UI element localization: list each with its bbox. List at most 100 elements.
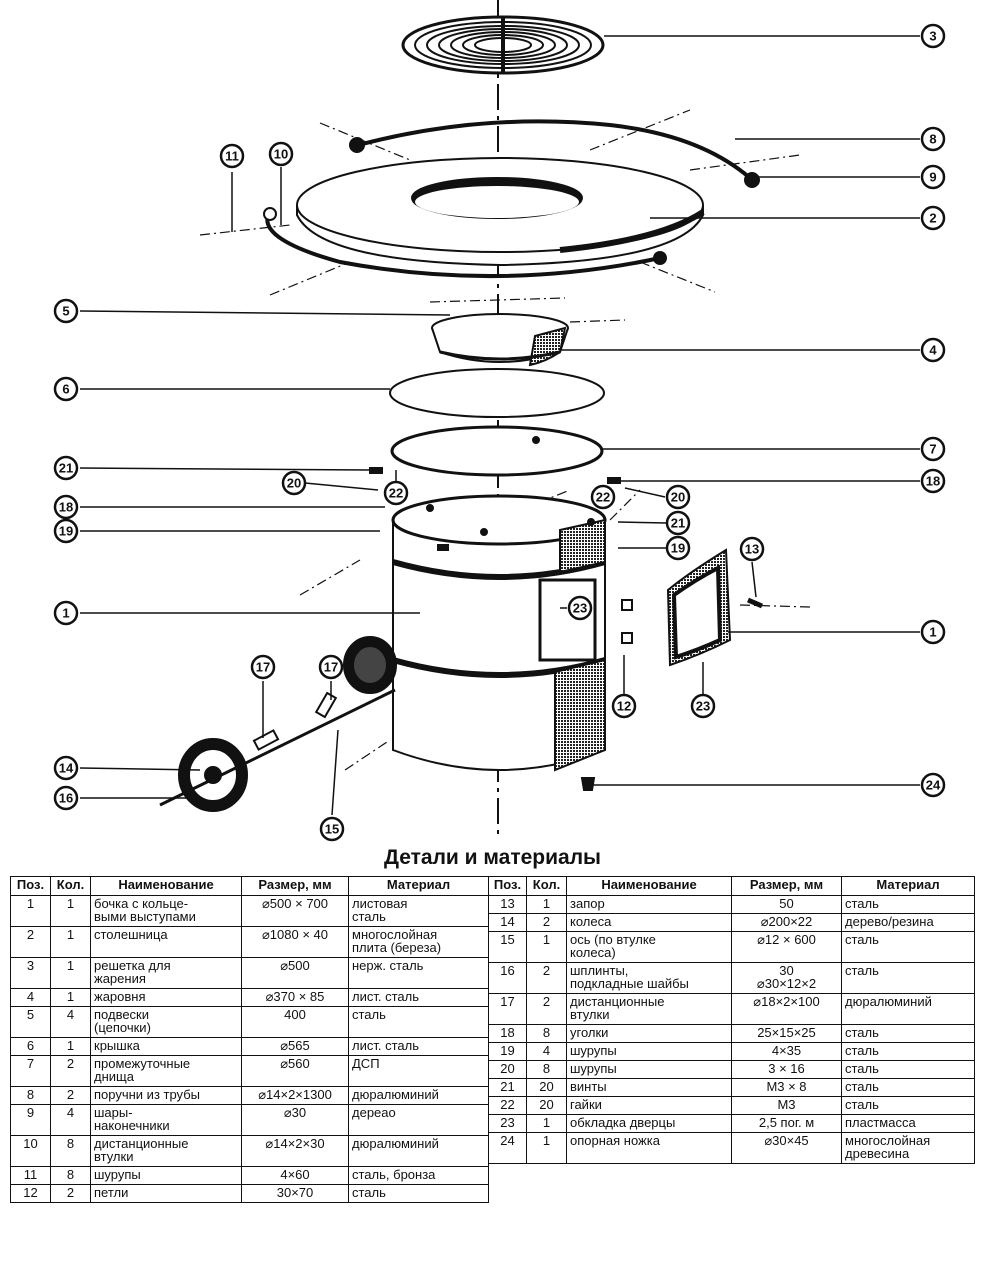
table-cell: шплинты, подкладные шайбы bbox=[566, 962, 732, 994]
table-cell: 30 ⌀30×12×2 bbox=[731, 962, 842, 994]
table-cell: пластмасса bbox=[841, 1114, 975, 1133]
table-cell: 1 bbox=[50, 988, 91, 1007]
table-cell: 22 bbox=[488, 1096, 527, 1115]
table-cell: решетка для жарения bbox=[90, 957, 242, 989]
table-cell: ⌀14×2×1300 bbox=[241, 1086, 349, 1105]
callout-10: 10 bbox=[274, 147, 288, 162]
column-header: Кол. bbox=[526, 876, 567, 896]
table-cell: дистанционные втулки bbox=[90, 1135, 242, 1167]
table-cell: 20 bbox=[488, 1060, 527, 1079]
table-cell: ось (по втулке колеса) bbox=[566, 931, 732, 963]
column-header: Материал bbox=[841, 876, 975, 896]
callout-labels bbox=[53, 23, 946, 842]
table-cell: шурупы bbox=[566, 1042, 732, 1061]
table-cell: 1 bbox=[10, 895, 51, 927]
table-cell: гайки bbox=[566, 1096, 732, 1115]
callout-18-left: 18 bbox=[59, 500, 73, 515]
table-cell: сталь bbox=[841, 895, 975, 914]
grill-grate bbox=[401, 15, 605, 75]
callout-22-right: 22 bbox=[596, 490, 610, 505]
column-header: Кол. bbox=[50, 876, 91, 896]
wheel-2 bbox=[343, 636, 397, 694]
callout-2: 2 bbox=[929, 211, 936, 226]
callout-21-left: 21 bbox=[59, 461, 73, 476]
column-header: Размер, мм bbox=[731, 876, 842, 896]
table-cell: ⌀12 × 600 bbox=[731, 931, 842, 963]
ball-end-2 bbox=[744, 172, 760, 188]
table-cell: 1 bbox=[50, 895, 91, 927]
table-cell: 6 bbox=[10, 1037, 51, 1056]
table-cell: колеса bbox=[566, 913, 732, 932]
table-cell: 50 bbox=[731, 895, 842, 914]
table-cell: листовая сталь bbox=[348, 895, 489, 927]
callout-1-left: 1 bbox=[62, 606, 69, 621]
table-cell: сталь bbox=[841, 1042, 975, 1061]
table-cell: 1 bbox=[526, 895, 567, 914]
callout-1-right: 1 bbox=[929, 625, 936, 640]
table-cell: 15 bbox=[488, 931, 527, 963]
table-cell: 17 bbox=[488, 993, 527, 1025]
table-cell: 4×35 bbox=[731, 1042, 842, 1061]
table-title: Детали и материалы bbox=[383, 846, 601, 869]
table-cell: 2 bbox=[526, 993, 567, 1025]
intermediate-bottom bbox=[390, 425, 604, 477]
callout-20-right: 20 bbox=[671, 490, 685, 505]
callout-13: 13 bbox=[745, 542, 759, 557]
table-cell: дерево/резина bbox=[841, 913, 975, 932]
table-cell: многослойная древесина bbox=[841, 1132, 975, 1164]
table-cell: дистанционные втулки bbox=[566, 993, 732, 1025]
handrail-front bbox=[265, 214, 661, 279]
callout-3: 3 bbox=[929, 29, 936, 44]
callout-11: 11 bbox=[225, 149, 239, 164]
table-cell: дюралюминий bbox=[348, 1086, 489, 1105]
table-cell: дюралюминий bbox=[348, 1135, 489, 1167]
table-cell: 30×70 bbox=[241, 1184, 349, 1203]
table-cell: дюралюминий bbox=[841, 993, 975, 1025]
table-cell: 25×15×25 bbox=[731, 1024, 842, 1043]
table-cell: ⌀560 bbox=[241, 1055, 349, 1087]
table-cell: 12 bbox=[10, 1184, 51, 1203]
ball-end-1 bbox=[349, 137, 365, 153]
table-cell: 2 bbox=[50, 1184, 91, 1203]
exploded-view-diagram: 3 8 9 2 4 7 18 1 24 5 6 21 18 19 1 14 16… bbox=[53, 0, 946, 842]
table-cell: 4 bbox=[50, 1104, 91, 1136]
table-cell: 8 bbox=[526, 1024, 567, 1043]
column-header: Наименование bbox=[566, 876, 732, 896]
table-cell: ⌀370 × 85 bbox=[241, 988, 349, 1007]
table-cell: сталь bbox=[841, 931, 975, 963]
table-cell: М3 × 8 bbox=[731, 1078, 842, 1097]
table-cell: 8 bbox=[526, 1060, 567, 1079]
table-cell: 21 bbox=[488, 1078, 527, 1097]
table-cell: 23 bbox=[488, 1114, 527, 1133]
table-cell: 9 bbox=[10, 1104, 51, 1136]
door bbox=[666, 548, 732, 667]
table-cell: 400 bbox=[241, 1006, 349, 1038]
table-cell: поручни из трубы bbox=[90, 1086, 242, 1105]
table-cell: крышка bbox=[90, 1037, 242, 1056]
table-cell: 4 bbox=[10, 988, 51, 1007]
table-cell: сталь bbox=[841, 1060, 975, 1079]
table-cell: 8 bbox=[10, 1086, 51, 1105]
handrail-rear bbox=[354, 119, 752, 180]
callout-6: 6 bbox=[62, 382, 69, 397]
table-cell: лист. сталь bbox=[348, 988, 489, 1007]
table-cell: 3 × 16 bbox=[731, 1060, 842, 1079]
callout-22-left: 22 bbox=[389, 486, 403, 501]
table-cell: обкладка дверцы bbox=[566, 1114, 732, 1133]
table-cell: ⌀1080 × 40 bbox=[241, 926, 349, 958]
